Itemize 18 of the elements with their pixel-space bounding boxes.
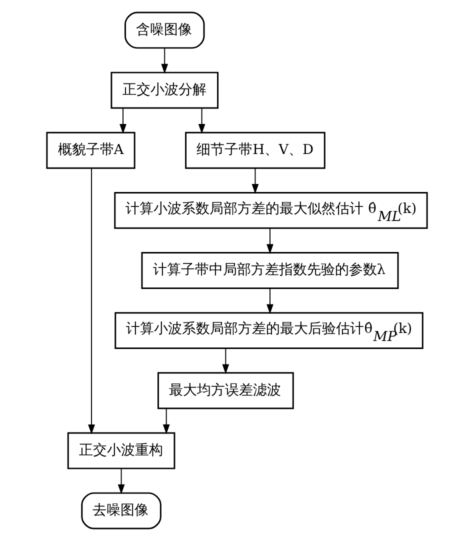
arrow	[120, 108, 126, 134]
node-box: 概貌子带A	[46, 132, 136, 169]
node-box: 含噪图像	[124, 12, 205, 49]
node-box: 细节子带H、V、D	[185, 132, 326, 169]
node-box: 去噪图像	[81, 492, 162, 530]
arrow	[198, 108, 206, 134]
node-box: 正交小波重构	[67, 432, 176, 470]
arrow	[118, 468, 125, 494]
node-box: 正交小波分解	[110, 72, 219, 109]
arrow	[266, 288, 274, 314]
arrow	[161, 48, 168, 74]
arrow	[222, 348, 230, 374]
node-box: 计算子带中局部方差指数先验的参数λ	[141, 252, 399, 289]
arrow	[88, 168, 95, 434]
node-box: 最大均方误差滤波	[157, 372, 294, 410]
arrow	[266, 228, 274, 254]
arrow	[252, 168, 259, 194]
arrow	[162, 408, 170, 434]
